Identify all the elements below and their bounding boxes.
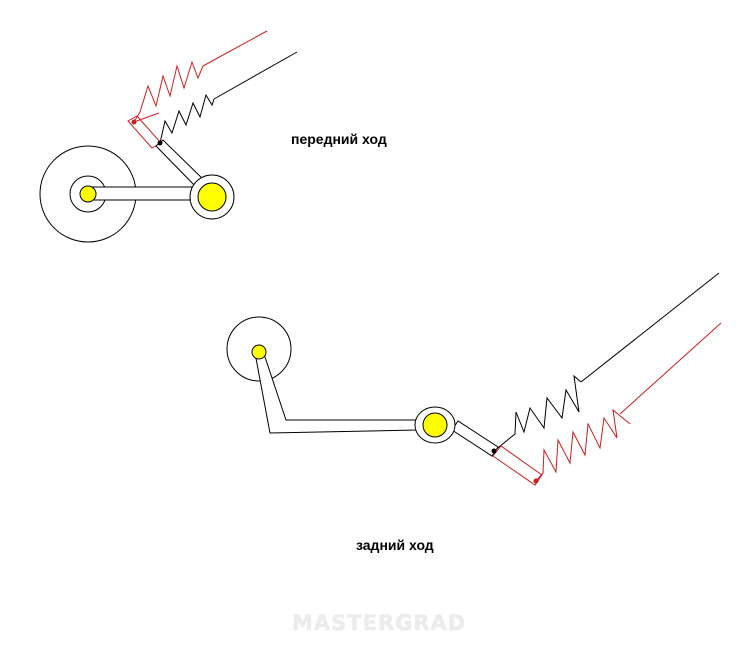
rear-connecting-rod (254, 350, 418, 434)
rear-stroke-mechanism (226, 272, 722, 486)
front-crank-joint (79, 185, 97, 203)
front-stroke-mechanism (39, 30, 298, 243)
rear-red-damper (492, 445, 543, 486)
watermark: MASTERGRAD (292, 611, 467, 635)
rear-stroke-label: задний ход (356, 537, 434, 553)
front-main-joint (197, 182, 227, 212)
front-red-spring (133, 30, 268, 123)
rear-red-spring (535, 322, 722, 482)
front-connecting-rod (88, 186, 208, 201)
rear-black-spring (493, 272, 720, 452)
rear-crank-wheel (226, 316, 292, 382)
rear-crank-joint (251, 344, 267, 360)
front-red-pivot (131, 119, 137, 125)
rear-pushrod (451, 420, 499, 457)
front-black-spring (159, 51, 298, 144)
rear-main-joint (422, 412, 448, 438)
rear-black-pivot (491, 448, 497, 454)
rear-red-pivot (533, 478, 539, 484)
front-stroke-label: передний ход (291, 131, 387, 147)
front-black-pivot (157, 140, 163, 146)
